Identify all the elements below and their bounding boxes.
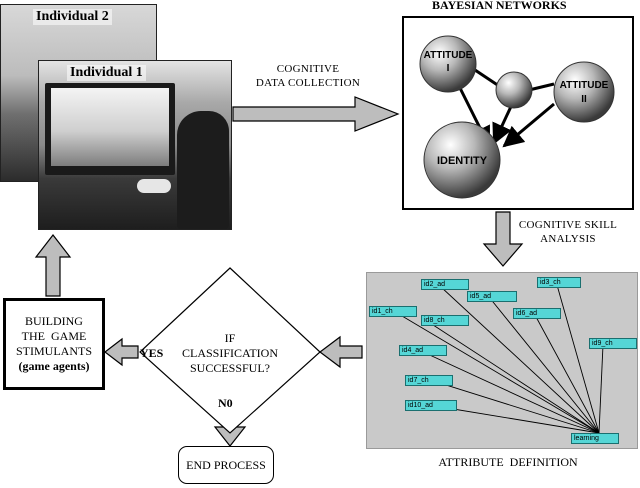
end-process-label: END PROCESS <box>186 457 266 472</box>
attitude-2-label-2: II <box>581 94 587 105</box>
decision-diamond <box>139 267 321 434</box>
building-line-2: THE GAME <box>21 329 87 343</box>
decision-line-1: IF <box>224 331 236 345</box>
building-line-1: BUILDING <box>24 314 83 328</box>
identity-label: IDENTITY <box>437 155 488 167</box>
decision-line-2: CLASSIFICATION <box>181 346 278 360</box>
individual-1-photo: Individual 1 <box>38 60 232 230</box>
building-line-4: (game agents) <box>18 359 90 373</box>
attribute-node-id10: id10_ad <box>405 400 457 411</box>
identity-node <box>423 121 501 199</box>
attribute-node-id1: id1_ch <box>369 306 417 317</box>
individual-2-label: Individual 2 <box>33 9 112 25</box>
bayesian-title: BAYESIAN NETWORKS <box>432 0 567 12</box>
arrow-data-collection <box>232 96 400 132</box>
attribute-node-id2: id2_ad <box>421 279 469 290</box>
data-collection-label: COGNITIVE DATA COLLECTION <box>238 62 378 90</box>
building-game-stimulants-box: BUILDING THE GAME STIMULANTS (game agent… <box>3 298 105 390</box>
bayesian-graph: ATTITUDE I ATTITUDE II IDENTITY <box>419 35 615 199</box>
bayesian-network-frame: ATTITUDE I ATTITUDE II IDENTITY <box>402 16 634 210</box>
data-collection-line-2: DATA COLLECTION <box>255 77 361 89</box>
attitude-1-label-1: ATTITUDE <box>424 50 473 61</box>
decision-yes-label: YES <box>140 346 164 360</box>
data-collection-line-1: COGNITIVE <box>276 63 340 75</box>
player-silhouette <box>177 111 229 229</box>
attribute-node-id8: id8_ch <box>421 315 469 326</box>
attribute-node-id3: id3_ch <box>537 277 581 288</box>
individual-1-label: Individual 1 <box>67 65 146 81</box>
attribute-panel: id2_ad id3_ch id5_ad id1_ch id6_ad id8_c… <box>366 272 638 449</box>
monitor-shape <box>45 83 175 175</box>
attribute-node-id6: id6_ad <box>513 308 561 319</box>
arrow-skill-analysis <box>482 211 524 267</box>
attitude-2-node <box>553 61 615 123</box>
arrow-to-decision <box>319 335 363 369</box>
attitude-2-label-1: ATTITUDE <box>560 80 609 91</box>
skill-analysis-line-1: COGNITIVE SKILL <box>518 219 618 231</box>
end-process-box: END PROCESS <box>178 446 274 484</box>
attribute-node-learning: learning <box>571 433 619 444</box>
attribute-edges <box>396 284 604 434</box>
hidden-node <box>495 71 533 109</box>
attribute-node-id7: id7_ch <box>405 375 453 386</box>
decision-question: IF CLASSIFICATION SUCCESSFUL? <box>166 331 294 376</box>
skill-analysis-line-2: ANALYSIS <box>540 233 596 245</box>
attitude-1-label-2: I <box>447 63 450 74</box>
attribute-definition-label: ATTRIBUTE DEFINITION <box>438 455 578 469</box>
decision-line-3: SUCCESSFUL? <box>189 361 271 375</box>
skill-analysis-label: COGNITIVE SKILL ANALYSIS <box>512 218 624 246</box>
attribute-node-id5: id5_ad <box>467 291 517 302</box>
arrow-up-to-individuals <box>34 234 72 297</box>
attribute-node-id9: id9_ch <box>589 338 637 349</box>
arrow-yes <box>104 337 139 367</box>
controller-shape <box>137 179 171 193</box>
decision-no-label: N0 <box>218 396 233 410</box>
attitude-1-node <box>419 35 477 93</box>
building-line-3: STIMULANTS <box>15 344 92 358</box>
attribute-node-id4: id4_ad <box>399 345 447 356</box>
